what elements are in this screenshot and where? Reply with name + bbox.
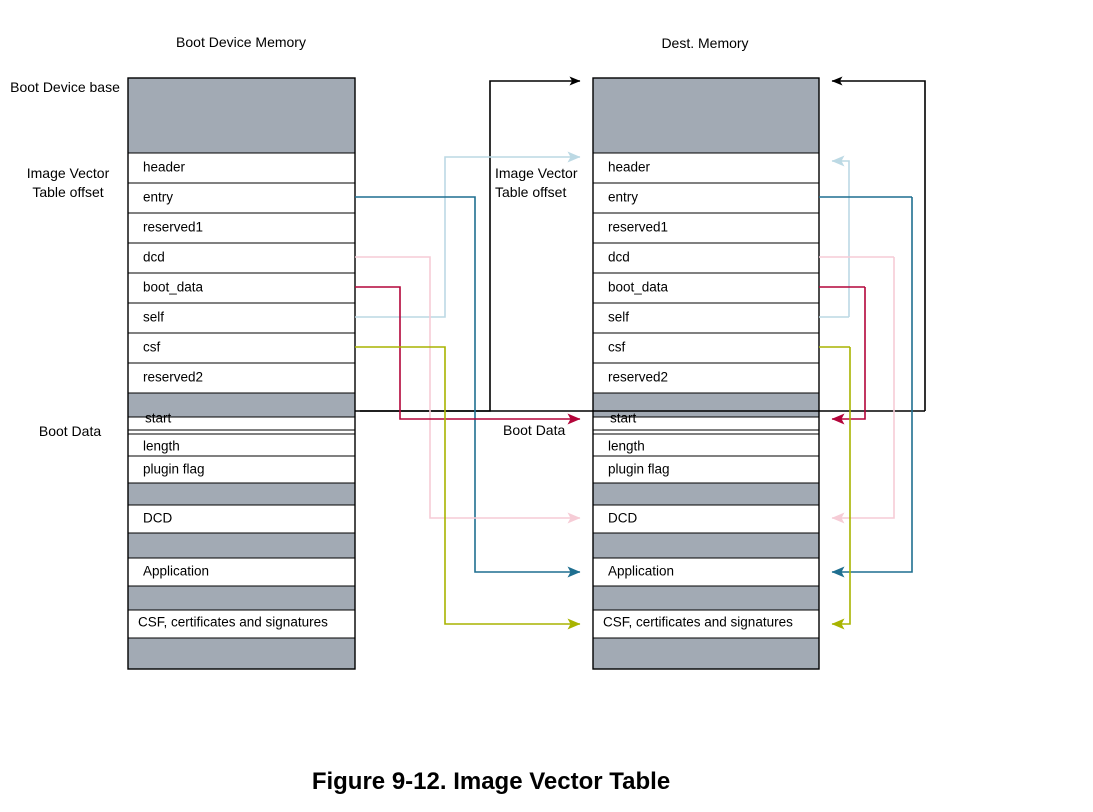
right-row-length: length: [608, 439, 645, 454]
connector-csf-to-csfblock-left: [355, 346, 581, 630]
left-row-application: Application: [143, 564, 209, 579]
left-row-reserved1: reserved1: [143, 220, 203, 235]
left-row-length: length: [143, 439, 180, 454]
label-mid-ivt-offset-line2: Table offset: [495, 184, 566, 200]
right-gap-2: [593, 483, 819, 505]
left-gap-3: [128, 533, 355, 558]
left-row-csf-block: CSF, certificates and signatures: [138, 615, 328, 630]
connector-bootdata-to-start-left: [355, 286, 581, 425]
left-application-block: [128, 558, 355, 586]
right-row-reserved2: reserved2: [608, 370, 668, 385]
right-column-title: Dest. Memory: [661, 35, 748, 51]
connector-device-base-left: [355, 76, 581, 412]
figure-caption: Figure 9-12. Image Vector Table: [312, 768, 670, 795]
boot-device-memory-table: header entry reserved1 dcd boot_data sel…: [127, 77, 356, 670]
connector-self-to-header-right: [831, 155, 850, 317]
left-row-entry: entry: [143, 190, 173, 205]
right-row-csf-block: CSF, certificates and signatures: [603, 615, 793, 630]
right-gap-1: [593, 393, 819, 417]
left-column-title: Boot Device Memory: [176, 34, 306, 50]
right-row-dcd: dcd: [608, 250, 630, 265]
right-bootdata-block: [593, 417, 819, 483]
left-bootdata-block: [128, 417, 355, 483]
right-row-entry: entry: [608, 190, 638, 205]
right-row-application: Application: [608, 564, 674, 579]
right-row-csf: csf: [608, 340, 626, 355]
right-row-dcd-block: DCD: [608, 511, 637, 526]
right-dcd-block: [593, 505, 819, 533]
left-row-self: self: [143, 310, 164, 325]
right-table-outline: [592, 77, 820, 670]
left-csf-block: [128, 610, 355, 638]
left-filler-top: [128, 78, 355, 153]
right-row-plugin-flag: plugin flag: [608, 462, 670, 477]
label-left-boot-data: Boot Data: [39, 423, 101, 439]
left-gap-2: [128, 483, 355, 505]
left-gap-4: [128, 586, 355, 610]
left-row-csf: csf: [143, 340, 161, 355]
left-row-dcd-block: DCD: [143, 511, 172, 526]
connector-dcd-to-dcdblock-right: [831, 257, 895, 524]
left-row-boot-data: boot_data: [143, 280, 204, 295]
connector-entry-to-application-right: [831, 197, 913, 578]
connector-device-base-right: [831, 76, 926, 411]
right-row-header: header: [608, 160, 651, 175]
left-filler-bottom: [128, 638, 355, 669]
connector-bootdata-to-start-right: [831, 287, 866, 425]
right-gap-4: [593, 586, 819, 610]
right-row-reserved1: reserved1: [608, 220, 668, 235]
left-gap-1: [128, 393, 355, 417]
right-row-start: start: [610, 411, 637, 426]
label-boot-device-base: Boot Device base: [10, 79, 120, 95]
right-csf-block: [593, 610, 819, 638]
right-gap-3: [593, 533, 819, 558]
label-left-ivt-offset-line1: Image Vector: [27, 165, 110, 181]
right-filler-bottom: [593, 638, 819, 669]
left-row-dcd: dcd: [143, 250, 165, 265]
right-application-block: [593, 558, 819, 586]
connector-self-to-header-left: [355, 151, 581, 318]
connector-dcd-to-dcdblock-left: [355, 256, 581, 524]
left-row-header: header: [143, 160, 186, 175]
right-filler-top: [593, 78, 819, 153]
left-row-plugin-flag: plugin flag: [143, 462, 205, 477]
connector-csf-to-csfblock-right: [831, 347, 851, 630]
label-left-ivt-offset-line2: Table offset: [32, 184, 103, 200]
left-row-reserved2: reserved2: [143, 370, 203, 385]
label-mid-boot-data: Boot Data: [503, 422, 565, 438]
left-row-start: start: [145, 411, 172, 426]
dest-memory-table: header entry reserved1 dcd boot_data sel…: [592, 77, 820, 670]
label-mid-ivt-offset-line1: Image Vector: [495, 165, 578, 181]
connector-entry-to-application-left: [355, 196, 581, 578]
left-table-outline: [127, 77, 356, 670]
right-row-boot-data: boot_data: [608, 280, 669, 295]
right-row-self: self: [608, 310, 629, 325]
left-dcd-block: [128, 505, 355, 533]
